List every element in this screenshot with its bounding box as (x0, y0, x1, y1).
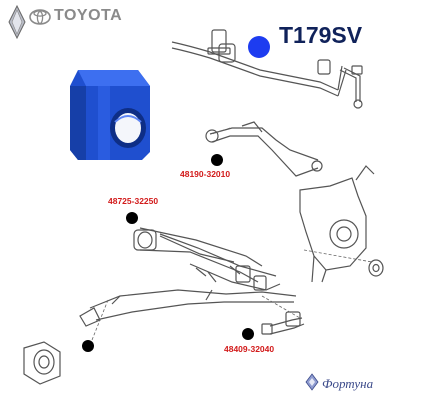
trailing-arm (79, 289, 297, 327)
marker-48409 (242, 328, 254, 340)
fortuna-logo-icon (305, 373, 319, 391)
stabilizer-bar (171, 29, 347, 97)
part-number-label: 48409-32040 (224, 344, 275, 354)
left-logo-icon (8, 4, 26, 40)
leader-lines (91, 127, 373, 341)
toyota-emblem-icon (29, 9, 51, 25)
far-right-bushing (368, 259, 384, 277)
watermark-text: Фортуна (322, 376, 374, 391)
brand-name: TOYOTA (54, 7, 123, 24)
part-number-label: 48725-32250 (108, 196, 159, 206)
marker-48190 (211, 154, 223, 166)
marker-48725 (126, 212, 138, 224)
stabilizer-bushing-image (70, 70, 150, 160)
part-number-label: 48190-32010 (180, 169, 231, 179)
lower-arm-rear (159, 233, 281, 291)
highlight-marker (248, 36, 270, 58)
upper-control-arm (205, 121, 323, 177)
product-code: T179SV (279, 22, 363, 48)
knuckle-hub (299, 165, 375, 283)
stabilizer-link (339, 65, 363, 109)
ball-joint-48409 (261, 311, 305, 335)
small-bushing (23, 341, 61, 385)
marker-small-bushing (82, 340, 94, 352)
lower-arm-48725 (133, 227, 263, 283)
